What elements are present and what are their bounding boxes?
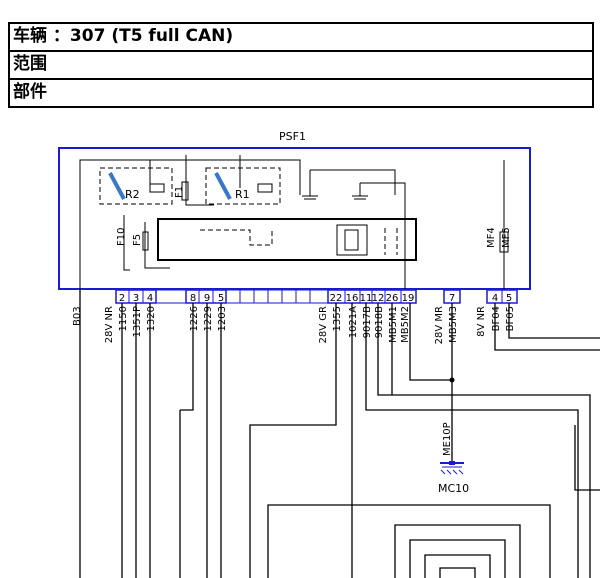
wire-label: 1203 bbox=[217, 306, 228, 331]
wire-label: BF05 bbox=[505, 306, 516, 331]
scope-header: 范围 bbox=[8, 50, 594, 78]
wire-color-label: 28V GR bbox=[318, 306, 329, 343]
wire-bf04 bbox=[494, 303, 600, 351]
connector-pin-number: 2 bbox=[119, 293, 125, 304]
connector-pin-number: 19 bbox=[402, 293, 415, 304]
ground-point-mc10 bbox=[440, 461, 464, 475]
fuse-f5-label: F5 bbox=[132, 234, 143, 246]
connector-pin-number: 26 bbox=[386, 293, 399, 304]
fuse-f10-label: F10 bbox=[116, 228, 127, 246]
wire-color-label: 28V MR bbox=[434, 306, 445, 344]
wire-label: MB5M3 bbox=[448, 306, 459, 343]
relay-r2-label: R2 bbox=[125, 188, 140, 201]
chip-core-icon bbox=[344, 229, 359, 251]
connector-pin-number: 12 bbox=[372, 293, 385, 304]
relay-r1-box bbox=[205, 167, 281, 205]
wire-label: 1150 bbox=[118, 306, 129, 331]
wire-bf05 bbox=[508, 303, 600, 339]
relay-r2-contact bbox=[149, 183, 165, 193]
wire-mb5m2 bbox=[409, 303, 452, 381]
wire-label: 1355 bbox=[332, 306, 343, 331]
wire-segment bbox=[574, 425, 600, 491]
ground-me10p-label: ME10P bbox=[442, 422, 453, 456]
wire-label: MB5M1 bbox=[388, 306, 399, 343]
fuse-f1 bbox=[181, 181, 189, 201]
connector-pin-number: 4 bbox=[492, 293, 498, 304]
connector-pin-number: 22 bbox=[330, 293, 343, 304]
wire-label: MB5M2 bbox=[400, 306, 411, 343]
connector-pin-number: 5 bbox=[218, 293, 224, 304]
wire-label: 1229 bbox=[203, 306, 214, 331]
wire-label: 1320 bbox=[146, 306, 157, 331]
control-unit-block bbox=[157, 218, 417, 261]
wire-9018b bbox=[377, 303, 591, 578]
relay-r1-contact bbox=[257, 183, 273, 193]
connector-pin-number: 4 bbox=[147, 293, 153, 304]
wire-loop bbox=[439, 567, 476, 578]
fuse-mf4-label: MF4 bbox=[486, 227, 497, 248]
internal-wire bbox=[310, 169, 396, 195]
connector-pin-number: 3 bbox=[133, 293, 139, 304]
wire-color-label: 8V NR bbox=[476, 306, 487, 337]
relay-r2-box bbox=[99, 167, 173, 205]
wire-label: 9018B bbox=[374, 306, 385, 338]
relay-r1-label: R1 bbox=[235, 188, 250, 201]
wire-loop bbox=[409, 539, 506, 578]
internal-wire bbox=[79, 159, 301, 290]
fuse-mf5-label: MF5 bbox=[501, 227, 512, 248]
connector-pin-number: 11 bbox=[360, 293, 373, 304]
internal-ground-2 bbox=[352, 183, 368, 200]
wire-1355 bbox=[249, 303, 337, 578]
wire-label: BF04 bbox=[491, 306, 502, 331]
wire-label: 9017B bbox=[362, 306, 373, 338]
ground-b03-label: B03 bbox=[72, 306, 83, 326]
wire-label: 1226 bbox=[189, 306, 200, 331]
connector-pin-number: 7 bbox=[449, 293, 455, 304]
wire-loop bbox=[394, 524, 521, 578]
internal-ground-1 bbox=[302, 170, 318, 200]
wire-loop bbox=[424, 554, 491, 578]
psf1-module-border bbox=[58, 147, 531, 290]
internal-wire bbox=[185, 155, 214, 206]
wire-label: 1351P bbox=[132, 306, 143, 337]
wire-label: 1021A bbox=[348, 306, 359, 338]
wire-1226 bbox=[180, 303, 194, 411]
internal-wire bbox=[123, 215, 130, 271]
vehicle-header: 车辆 ：307 (T5 full CAN) bbox=[8, 22, 594, 50]
connector-pin-number: 8 bbox=[190, 293, 196, 304]
parts-header: 部件 bbox=[8, 78, 594, 108]
wire-color-label: 28V NR bbox=[104, 306, 115, 343]
chip-icon bbox=[336, 224, 368, 256]
connector-pin-number: 5 bbox=[506, 293, 512, 304]
relay-r2-coil bbox=[108, 172, 126, 200]
module-title: PSF1 bbox=[279, 130, 306, 143]
relay-r1-coil bbox=[214, 172, 232, 200]
internal-dash bbox=[200, 228, 273, 246]
connector-pin-number: 16 bbox=[346, 293, 359, 304]
wire-loop bbox=[267, 504, 551, 578]
internal-wire bbox=[144, 222, 170, 269]
wire-9017b bbox=[365, 303, 579, 578]
connector-pin-number: 9 bbox=[204, 293, 210, 304]
fuse-f1-label: F1 bbox=[174, 186, 185, 198]
connector-strip bbox=[115, 289, 518, 304]
junction-dot bbox=[449, 377, 455, 383]
ground-mc10-label: MC10 bbox=[438, 482, 469, 495]
